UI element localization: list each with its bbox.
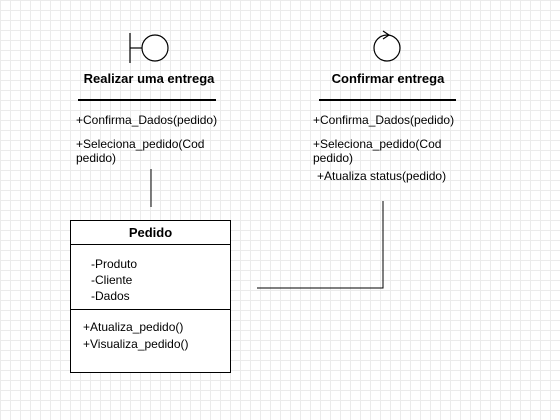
pedido-class[interactable]: Pedido -Produto -Cliente -Dados +Atualiz… <box>70 220 231 373</box>
class-operation: +Atualiza_pedido() <box>83 320 184 334</box>
class-divider-top <box>71 244 230 245</box>
boundary-divider <box>78 99 216 101</box>
class-attribute: -Cliente <box>91 273 133 287</box>
class-attribute: -Produto <box>91 257 138 271</box>
control-method-3: +Atualiza status(pedido) <box>317 169 447 183</box>
control-divider <box>319 99 456 101</box>
control-to-pedido-line <box>257 201 384 289</box>
class-name: Pedido <box>128 225 173 240</box>
control-method-1: +Confirma_Dados(pedido) <box>313 113 455 127</box>
control-title: Confirmar entrega <box>331 71 445 86</box>
boundary-method-1: +Confirma_Dados(pedido) <box>76 113 218 127</box>
boundary-method-2: +Seleciona_pedido(Cod pedido) <box>76 137 205 165</box>
control-icon[interactable] <box>369 29 405 65</box>
class-operation: +Visualiza_pedido() <box>83 337 189 351</box>
boundary-icon[interactable] <box>126 31 176 65</box>
class-divider-bottom <box>71 309 230 310</box>
control-method-2: +Seleciona_pedido(Cod pedido) <box>313 137 442 165</box>
boundary-title: Realizar uma entrega <box>83 71 215 86</box>
class-attribute: -Dados <box>91 289 130 303</box>
